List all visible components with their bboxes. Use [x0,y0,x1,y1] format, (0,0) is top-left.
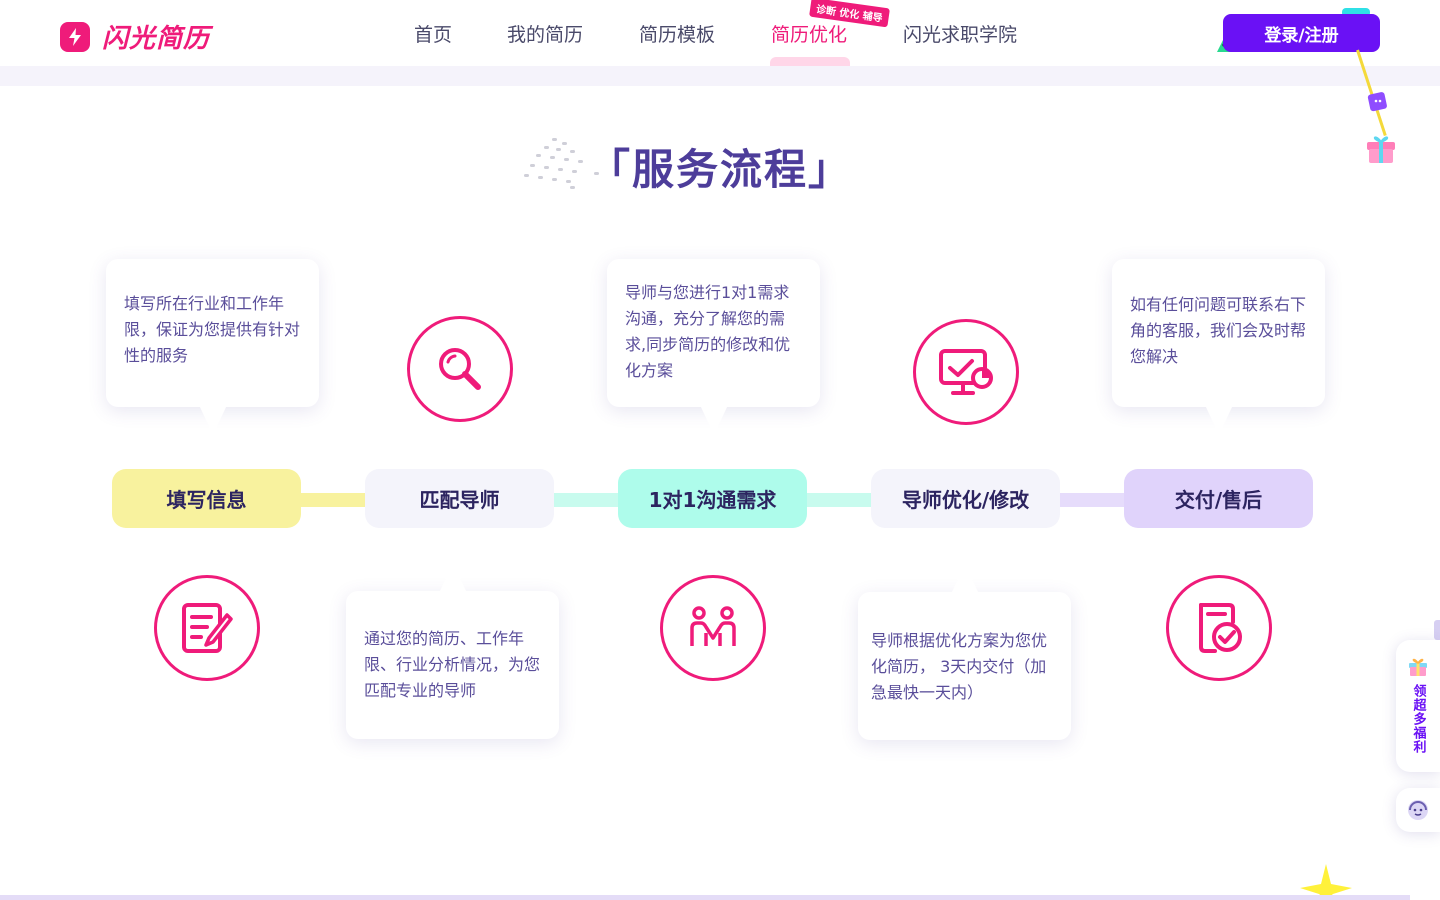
customer-service-icon [1408,800,1428,820]
description-bubble-2: 通过您的简历、工作年限、行业分析情况，为您匹配专业的导师 [346,563,559,739]
customer-service-button[interactable] [1396,788,1440,832]
document-check-icon [1166,575,1272,681]
description-text-2: 通过您的简历、工作年限、行业分析情况，为您匹配专业的导师 [364,629,541,700]
search-icon [407,316,513,422]
top-header: 闪光简历 首页 我的简历 简历模板 简历优化 闪光求职学院 诊断 优化 辅导 登… [0,0,1440,66]
step-delivery: 交付/售后 [1124,469,1313,528]
description-bubble-5: 如有任何问题可联系右下角的客服，我们会及时帮您解决 [1112,259,1325,435]
dots-decoration [524,138,599,189]
right-edge-tab [1434,620,1440,640]
description-bubble-1: 填写所在行业和工作年限，保证为您提供有针对性的服务 [106,259,319,435]
gift-icon [1367,136,1395,163]
welfare-label: 领超多福利 [1410,684,1426,754]
section-title: 「服务流程」 [587,145,852,194]
login-register-button[interactable]: 登录/注册 [1223,14,1380,52]
description-text-4: 导师根据优化方案为您优化简历， 3天内交付（加急最快一天内） [871,631,1048,702]
description-bubble-4: 导师根据优化方案为您优化简历， 3天内交付（加急最快一天内） [858,564,1071,740]
header-sub-strip [0,66,1440,86]
edit-document-icon [154,575,260,681]
cyan-tag-decoration [1342,8,1370,17]
logo-text: 闪光简历 [102,24,211,54]
description-text-5: 如有任何问题可联系右下角的客服，我们会及时帮您解决 [1130,295,1307,366]
description-text-1: 填写所在行业和工作年限，保证为您提供有针对性的服务 [124,294,301,365]
connector-2 [545,493,625,507]
connector-3 [800,493,880,507]
bottom-divider [0,895,1410,900]
star-decoration [1300,864,1352,900]
connector-1 [290,493,380,507]
purple-cube-icon [1367,92,1387,112]
monitor-check-icon [913,319,1019,425]
description-bubble-3: 导师与您进行1对1需求沟通，充分了解您的需求,同步简历的修改和优化方案 [607,259,820,435]
lightning-icon [60,21,90,52]
nav-item-resume-optimize[interactable]: 简历优化 [771,24,848,46]
description-text-3: 导师与您进行1对1需求沟通，充分了解您的需求,同步简历的修改和优化方案 [625,283,791,380]
people-icon [660,575,766,681]
nav-item-templates[interactable]: 简历模板 [639,24,716,46]
connector-4 [1052,493,1132,507]
welfare-float-button[interactable]: 领超多福利 [1396,640,1440,772]
nav-active-indicator [770,57,850,66]
step-one-on-one: 1对1沟通需求 [618,469,807,528]
nav-item-home[interactable]: 首页 [414,24,453,46]
step-optimize: 导师优化/修改 [871,469,1060,528]
gift-icon [1409,658,1427,676]
step-match-mentor: 匹配导师 [365,469,554,528]
nav-item-academy[interactable]: 闪光求职学院 [903,24,1018,46]
step-fill-info: 填写信息 [112,469,301,528]
logo[interactable]: 闪光简历 [60,18,210,55]
nav-item-my-resume[interactable]: 我的简历 [507,24,584,46]
